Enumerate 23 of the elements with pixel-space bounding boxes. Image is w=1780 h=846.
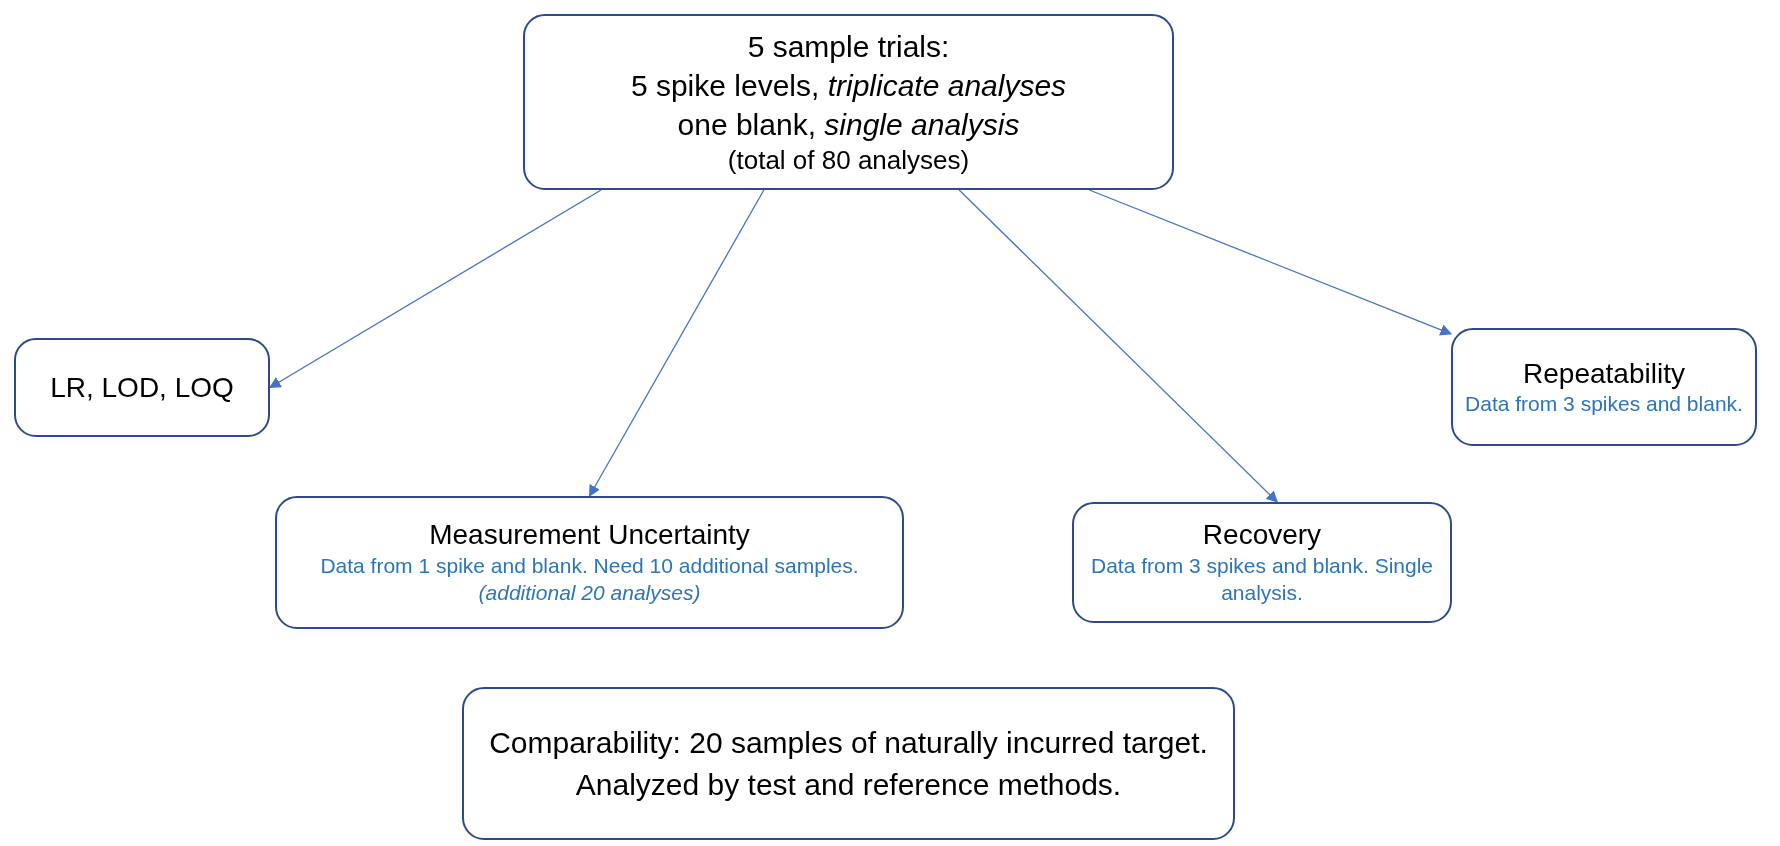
box-text: 5 spike levels, triplicate analyses [630, 67, 1067, 104]
box-text: Data from 3 spikes and blank. [1465, 391, 1743, 418]
box-text: Data from 1 spike and blank. Need 10 additional samples. [320, 553, 859, 579]
arrow [269, 189, 602, 389]
rounded-box [275, 496, 904, 629]
box-heading: Measurement Uncertainty [429, 518, 750, 552]
rounded-box [1072, 502, 1452, 623]
rounded-box [462, 687, 1235, 840]
rounded-box [14, 338, 270, 437]
box-heading: LR, LOD, LOQ [50, 370, 234, 405]
box-text: Data from 3 spikes and blank. Single analysis. [1090, 553, 1434, 607]
box-heading: Recovery [1202, 518, 1322, 552]
rounded-box [523, 14, 1174, 190]
box-text: (total of 80 analyses) [727, 143, 970, 177]
arrow [958, 189, 1279, 503]
box-heading: Comparability: 20 samples of naturally incurred target. Analyzed by test and reference methods. [488, 724, 1209, 803]
arrow [1088, 189, 1453, 336]
box-text: one blank, single analysis [677, 106, 1020, 143]
box-heading: 5 sample trials: [747, 28, 950, 65]
box-text: (additional 20 analyses) [478, 580, 701, 607]
box-heading: Repeatability [1523, 356, 1685, 391]
arrow [588, 189, 765, 497]
rounded-box [1451, 328, 1757, 446]
